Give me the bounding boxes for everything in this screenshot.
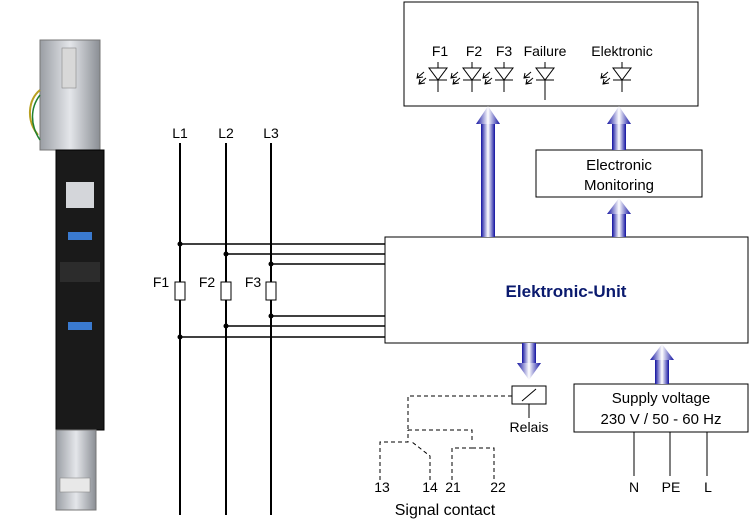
contact-label-21: 21 [445,479,461,495]
supply-terminal-leads [633,432,708,476]
fuse-label-f1: F1 [153,274,170,290]
led-failure-icon [523,62,555,100]
terminal-label-l: L [704,479,712,495]
arrow-unit-to-relay [517,343,541,380]
phase-lines [179,143,272,515]
terminal-label-n: N [629,479,639,495]
contact-label-22: 22 [490,479,506,495]
led-elektronic-icon [600,62,632,92]
elektronic-unit-box [384,236,749,344]
fuse-label-f2: F2 [199,274,216,290]
monitoring-box [535,149,703,198]
supply-line1: Supply voltage [612,390,710,407]
indicator-label-f3: F3 [496,43,513,59]
indicator-label-f2: F2 [466,43,483,59]
phase-label-l3: L3 [263,125,279,141]
relay-label: Relais [510,419,549,435]
led-f2-icon [450,62,482,92]
relay-coil-slash [521,388,537,402]
fuses [174,281,277,301]
device-photo [29,39,105,511]
indicator-label-f1: F1 [432,43,449,59]
phase-label-l1: L1 [172,125,188,141]
arrow-supply-to-unit [650,344,674,384]
terminal-label-pe: PE [662,479,681,495]
junction-dots [177,241,274,340]
signal-contact-linkage [379,395,512,480]
fuse-label-f3: F3 [245,274,262,290]
phase-label-l2: L2 [218,125,234,141]
monitoring-line2: Monitoring [584,177,654,194]
elektronic-unit-title: Elektronic-Unit [506,282,627,301]
indicator-label-elektronic: Elektronic [591,43,652,59]
contact-label-14: 14 [422,479,438,495]
arrow-monitoring-to-indicators [607,106,631,150]
sense-wires [180,243,386,338]
contact-label-13: 13 [374,479,390,495]
led-f1-icon [416,62,448,92]
led-f3-icon [482,62,514,92]
arrow-unit-to-monitoring [607,198,631,237]
monitoring-line1: Electronic [586,157,652,174]
indicator-label-failure: Failure [524,43,567,59]
supply-voltage-box [573,383,749,433]
indicator-box [403,1,699,107]
signal-contact-label: Signal contact [395,502,496,519]
supply-line2: 230 V / 50 - 60 Hz [601,411,722,428]
arrow-unit-to-indicators [476,106,500,237]
